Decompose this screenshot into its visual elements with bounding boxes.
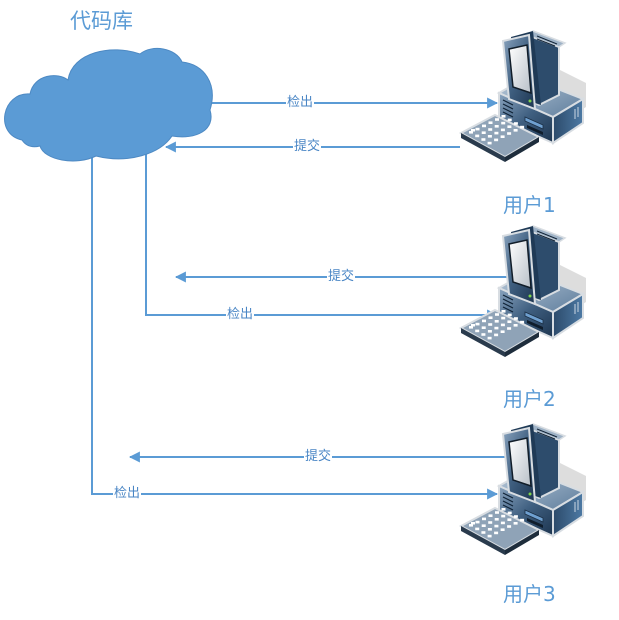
keyboard-key: [495, 511, 499, 514]
keyboard-key: [513, 122, 518, 125]
keyboard-key: [513, 324, 518, 327]
keyboard-key: [500, 330, 505, 333]
computer-icon-user2: [460, 225, 587, 358]
keyboard-key: [481, 333, 486, 336]
keyboard-key: [487, 330, 492, 333]
keyboard-key: [507, 525, 512, 528]
keyboard-key: [482, 319, 486, 323]
repository-title: 代码库: [70, 9, 133, 33]
keyboard-key: [500, 128, 505, 132]
keyboard-key: [488, 128, 493, 131]
computer-icon-user1: [460, 30, 587, 163]
keyboard-key: [501, 508, 506, 511]
keyboard-key: [501, 310, 506, 313]
keyboard-key: [481, 131, 486, 134]
keyboard-key: [513, 317, 518, 320]
keyboard-key: [488, 316, 493, 319]
keyboard-key: [520, 518, 525, 522]
keyboard-key: [488, 521, 493, 524]
keyboard-key: [494, 138, 499, 142]
keyboard-key: [500, 323, 505, 327]
keyboard-keys-user2: [469, 310, 525, 340]
keyboard-key: [481, 524, 486, 527]
keyboard-key: [513, 522, 518, 525]
keyboard-key: [500, 135, 505, 138]
edge-label-commit-user3: 提交: [304, 449, 333, 464]
keyboard-key: [507, 118, 512, 122]
keyboard-key: [495, 313, 499, 316]
keyboard-key: [494, 131, 499, 135]
keyboard-key: [507, 132, 512, 135]
edge-label-checkout-user1: 检出: [286, 95, 315, 110]
keyboard-key: [495, 118, 499, 121]
keyboard-key: [475, 127, 480, 131]
keyboard-key: [507, 511, 512, 515]
keyboard-key: [494, 125, 499, 128]
connector-checkout-user2: [145, 150, 499, 321]
keyboard-key: [507, 320, 512, 323]
user-label-3: 用户3: [503, 582, 556, 606]
keyboard-key: [487, 141, 492, 145]
keyboard-key: [501, 316, 506, 320]
keyboard-key: [482, 124, 486, 128]
keyboard-key: [475, 329, 480, 333]
keyboard-key: [481, 531, 486, 534]
keyboard-key: [507, 327, 512, 330]
keyboard-key: [469, 326, 473, 329]
keyboard-key: [513, 515, 518, 518]
keyboard-key: [469, 524, 473, 527]
keyboard-key: [507, 518, 512, 521]
keyboard-key: [507, 313, 512, 317]
edge-label-commit-user1: 提交: [293, 139, 322, 154]
edge-label-checkout-user3: 检出: [113, 486, 142, 501]
keyboard-key: [488, 514, 493, 517]
keyboard-key: [501, 115, 506, 118]
keyboard-key: [494, 518, 499, 521]
keyboard-key: [501, 121, 506, 125]
keyboard-key: [520, 320, 525, 324]
user-label-2: 用户2: [503, 387, 556, 411]
connector-checkout-user3: [91, 158, 499, 500]
computer-icon-user3: [460, 423, 587, 556]
keyboard-key: [500, 528, 505, 531]
keyboard-key: [488, 323, 493, 326]
keyboard-key: [494, 524, 499, 528]
keyboard-key: [469, 131, 473, 134]
connectors: [91, 97, 515, 500]
keyboard-key: [475, 527, 480, 531]
keyboard-key: [481, 138, 486, 141]
keyboard-key: [500, 521, 505, 525]
user-label-1: 用户1: [503, 193, 556, 217]
keyboard-key: [482, 517, 486, 521]
keyboard-key: [494, 333, 499, 337]
keyboard-key: [494, 326, 499, 330]
edge-label-commit-user2: 提交: [327, 269, 356, 284]
keyboard-key: [488, 121, 493, 124]
keyboard-key: [481, 326, 486, 329]
keyboard-key: [501, 514, 506, 518]
keyboard-key: [475, 322, 480, 326]
keyboard-key: [494, 531, 499, 535]
keyboard-key: [487, 528, 492, 531]
keyboard-key: [475, 520, 480, 524]
keyboard-key: [513, 129, 518, 132]
keyboard-keys-user1: [469, 115, 525, 145]
cloud-icon: [4, 47, 213, 162]
keyboard-key: [487, 135, 492, 138]
keyboard-key: [487, 336, 492, 340]
keyboard-keys-user3: [469, 508, 525, 538]
keyboard-key: [520, 125, 525, 129]
edge-label-checkout-user2: 检出: [226, 307, 255, 322]
keyboard-key: [507, 125, 512, 128]
keyboard-key: [494, 320, 499, 323]
keyboard-key: [487, 534, 492, 538]
keyboard-key: [475, 134, 480, 138]
